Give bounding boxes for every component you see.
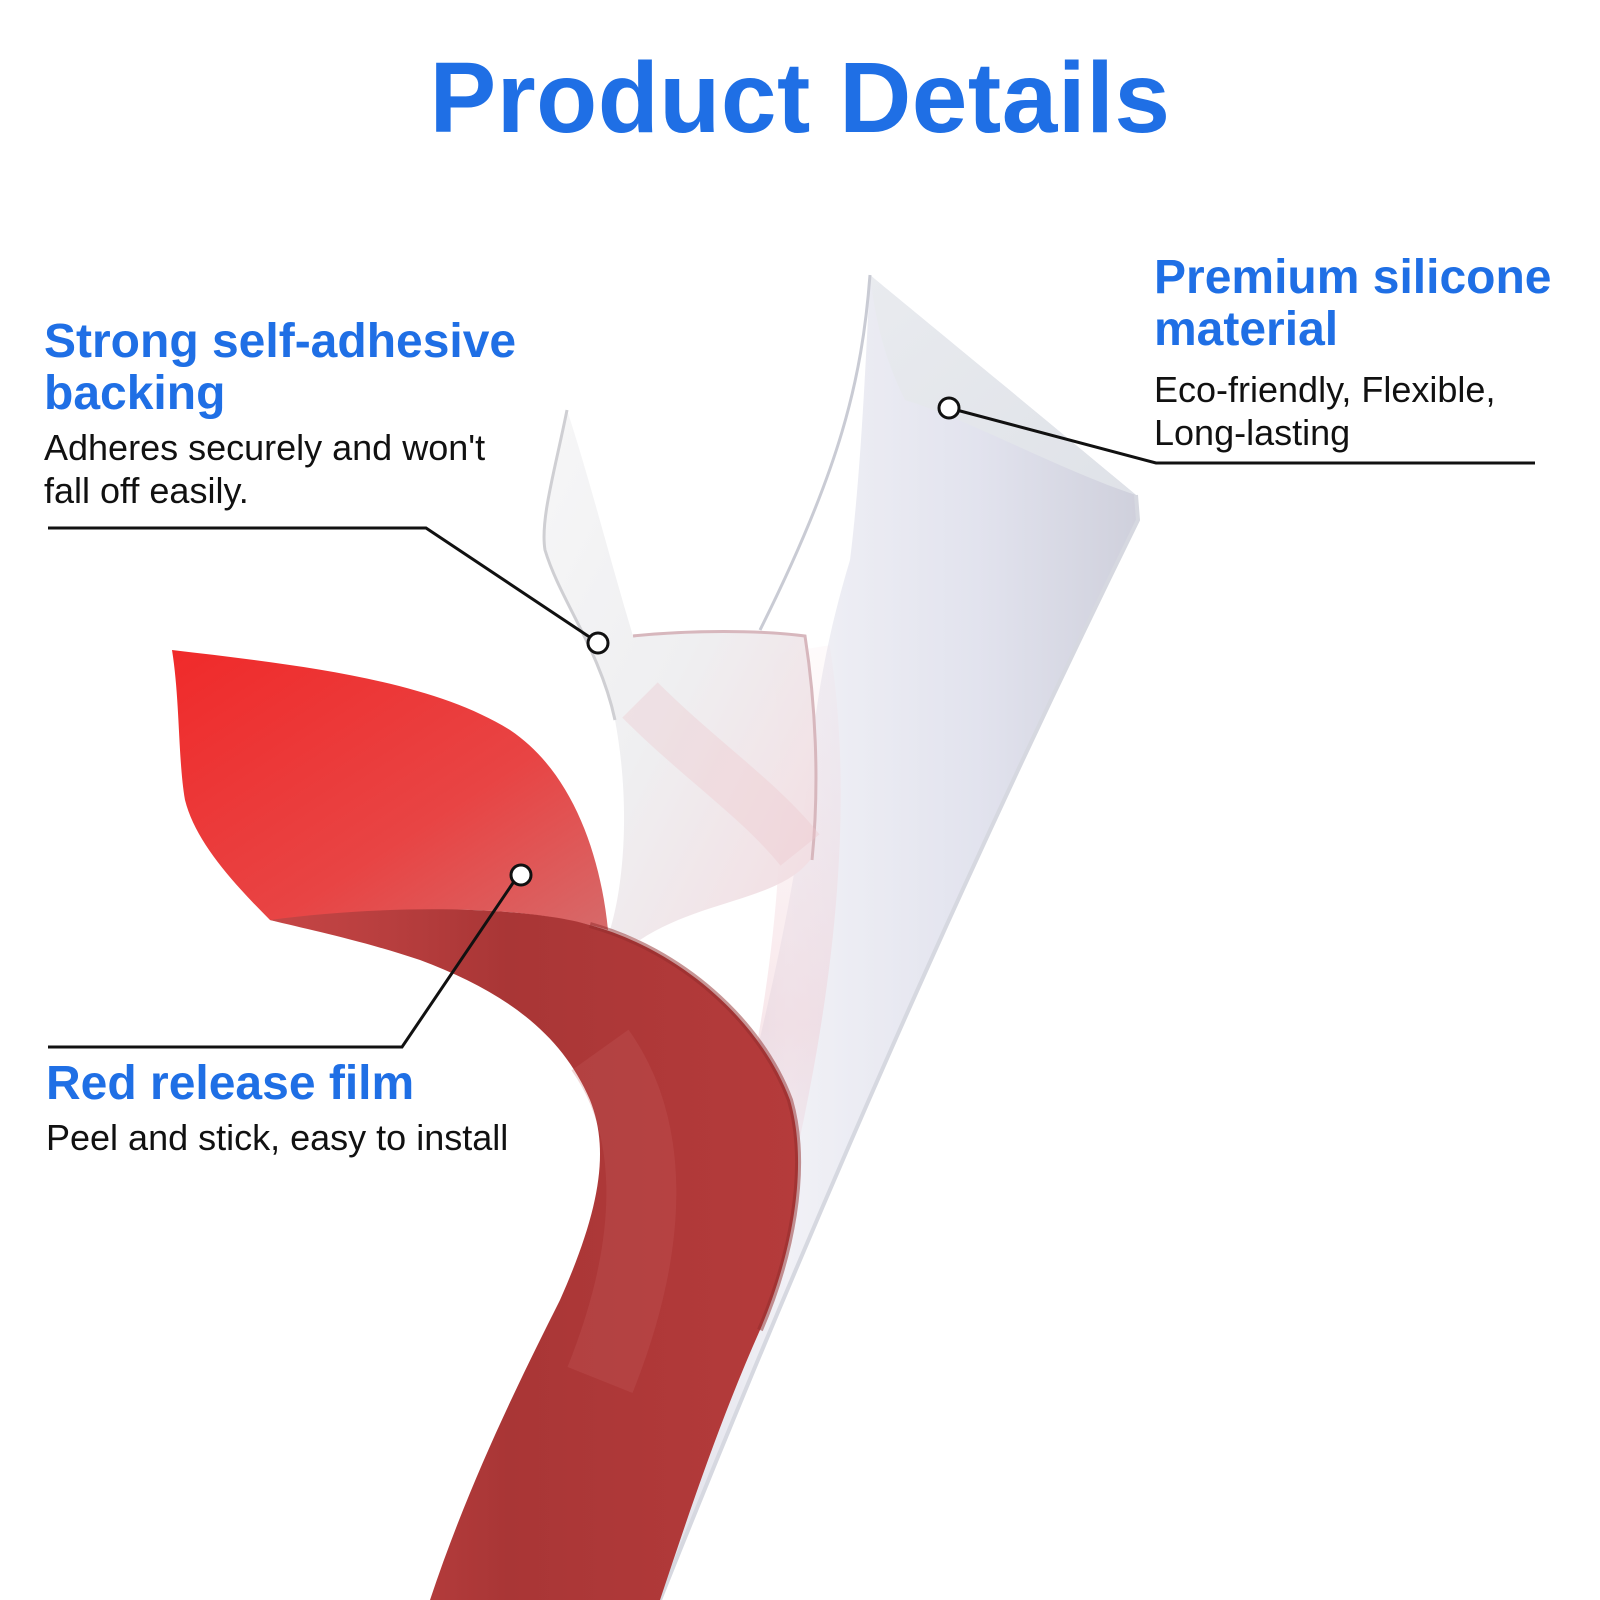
silicone-material-heading: Premium silicone material	[1154, 252, 1574, 356]
silicone-material-text-line2: Long-lasting	[1154, 412, 1351, 453]
red-release-film	[172, 650, 801, 1600]
leader-points	[509, 396, 961, 887]
adhesive-backing-layer	[542, 409, 820, 940]
adhesive-backing-callout: Strong self-adhesive backing Adheres sec…	[44, 316, 564, 512]
adhesive-backing-text-line2: fall off easily.	[44, 470, 249, 511]
silicone-leader-point	[937, 396, 961, 420]
adhesive-backing-text-line1: Adheres securely and won't	[44, 427, 486, 468]
adhesive-leader-line	[48, 526, 592, 640]
release-film-callout: Red release film Peel and stick, easy to…	[46, 1058, 606, 1159]
silicone-material-callout: Premium silicone material Eco-friendly, …	[1154, 252, 1574, 454]
silicone-material-description: Eco-friendly, Flexible, Long-lasting	[1154, 368, 1574, 454]
silicone-material-heading-line1: Premium silicone	[1154, 251, 1552, 304]
adhesive-backing-heading-line2: backing	[44, 367, 226, 420]
silicone-material-text-line1: Eco-friendly, Flexible,	[1154, 369, 1496, 410]
silicone-material-heading-line2: material	[1154, 303, 1339, 356]
release-film-description: Peel and stick, easy to install	[46, 1117, 509, 1158]
adhesive-backing-description: Adheres securely and won't fall off easi…	[44, 426, 564, 512]
silicone-leader-line	[948, 406, 1535, 465]
adhesive-leader-point	[586, 631, 610, 655]
release-leader-point	[509, 863, 533, 887]
page-title: Product Details	[429, 42, 1171, 154]
adhesive-backing-heading: Strong self-adhesive backing	[44, 316, 564, 420]
leader-lines	[48, 406, 1535, 1049]
release-leader-line	[48, 879, 517, 1049]
release-film-heading: Red release film	[46, 1057, 415, 1110]
adhesive-backing-heading-line1: Strong self-adhesive	[44, 315, 517, 368]
